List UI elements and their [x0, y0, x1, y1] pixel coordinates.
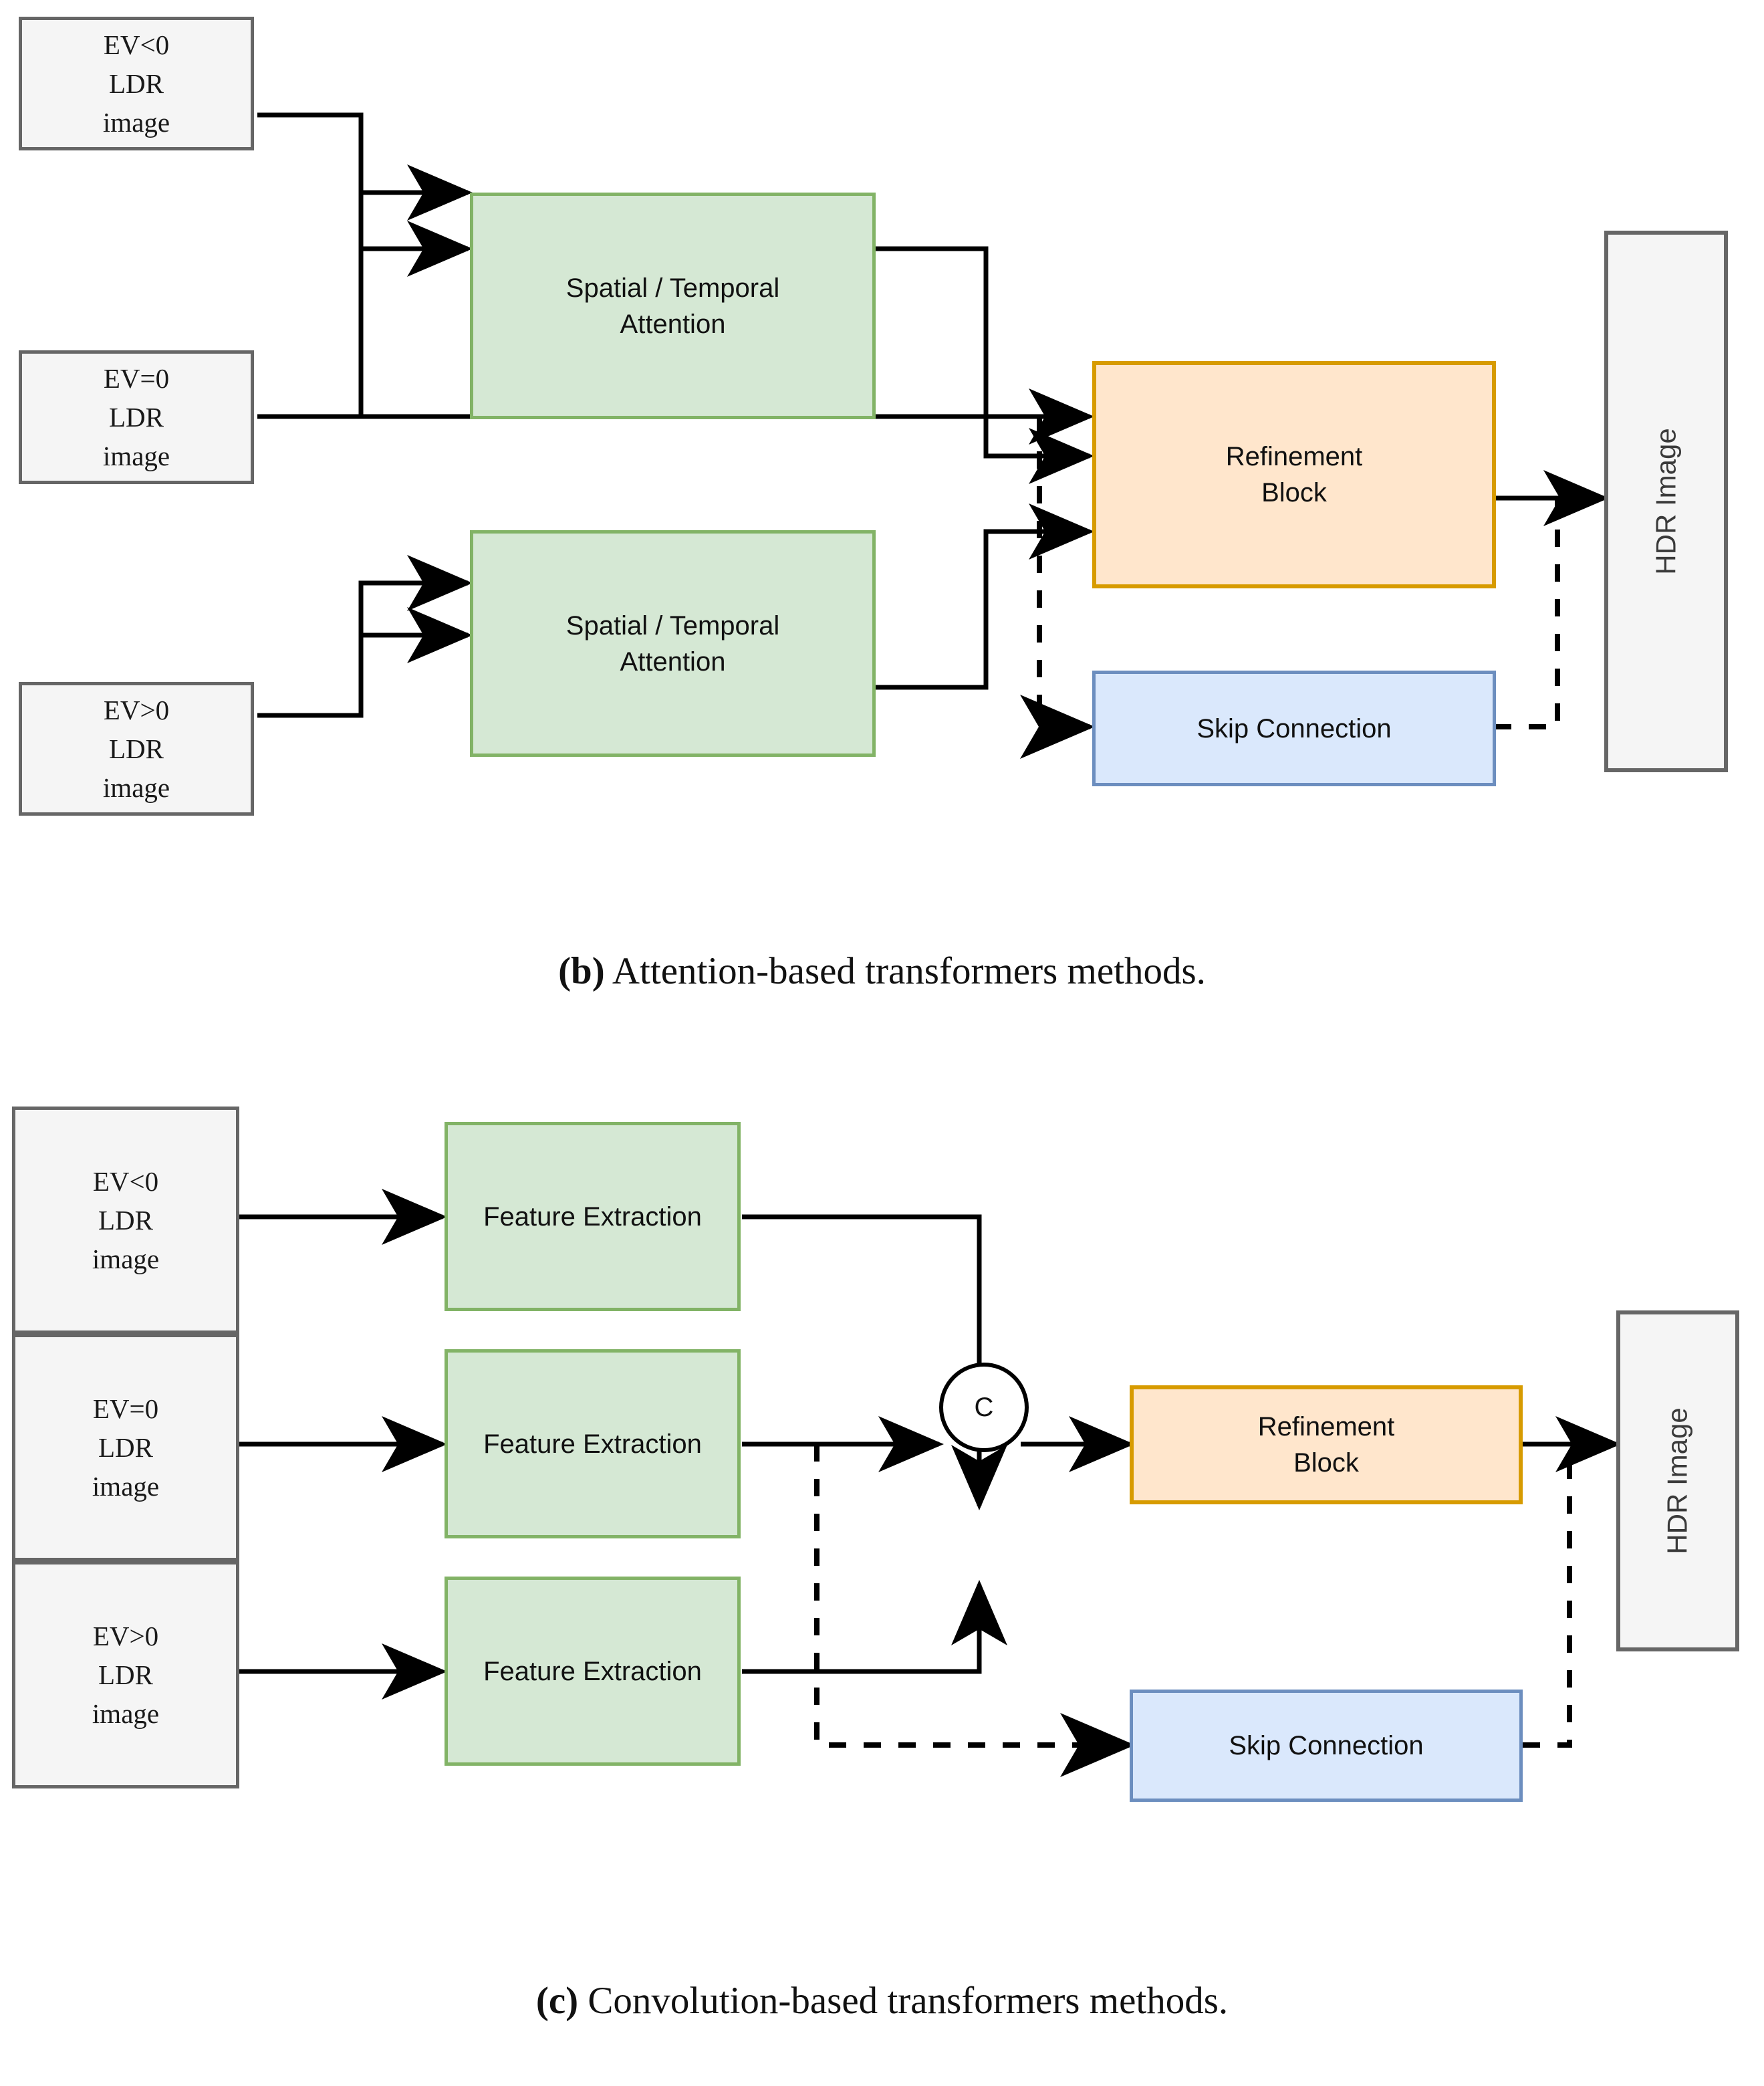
input-ldr-label: LDR: [109, 68, 164, 99]
wire-dashed-skip-to-hdr-c: [1523, 1444, 1572, 1748]
attention-block-line1: Spatial / Temporal: [565, 610, 780, 641]
attention-block-line2: Attention: [620, 647, 726, 677]
feature-extraction-block-3: Feature Extraction: [445, 1577, 741, 1766]
wire-attention1-to-refinement: [876, 246, 1094, 484]
hdr-image-output-b: HDR Image: [1604, 231, 1728, 772]
input-ev-label: EV>0: [103, 694, 170, 725]
refinement-line2: Block: [1261, 478, 1327, 507]
caption-text-c: Convolution-based transformers methods.: [578, 1980, 1229, 2022]
concatenation-node: C: [939, 1363, 1029, 1452]
feature-extraction-label: Feature Extraction: [483, 1429, 702, 1459]
refinement-line1: Refinement: [1257, 1412, 1395, 1441]
caption-text-b: Attention-based transformers methods.: [604, 950, 1206, 992]
wire-ev-pos-to-attention2: [257, 555, 473, 718]
connector-layer-b: [257, 112, 1609, 759]
wire-ev-neg-to-attention1: [257, 112, 473, 277]
input-ev-label: EV=0: [92, 1393, 159, 1424]
wire-dashed-to-skip-c: [814, 1444, 1135, 1777]
input-box-ev-zero: EV=0 LDR image: [12, 1334, 239, 1561]
input-ldr-label: LDR: [109, 733, 164, 764]
input-image-label: image: [102, 107, 170, 138]
wire-attention2-to-refinement: [876, 503, 1094, 690]
input-image-label: image: [92, 1471, 160, 1502]
refinement-line2: Block: [1293, 1448, 1359, 1478]
attention-block-line1: Spatial / Temporal: [565, 273, 780, 303]
input-ldr-label: LDR: [98, 1204, 153, 1236]
caption-marker-b: (b): [558, 950, 605, 992]
input-ldr-label: LDR: [98, 1659, 153, 1690]
concat-label: C: [974, 1392, 994, 1422]
skip-connection-label: Skip Connection: [1196, 713, 1392, 743]
feature-extraction-block-2: Feature Extraction: [445, 1349, 741, 1538]
refinement-block-c: Refinement Block: [1130, 1385, 1523, 1504]
connector-layer-c: [239, 1189, 1621, 1777]
input-box-ev-positive: EV>0 LDR image: [12, 1561, 239, 1788]
wire-dashed-skip-to-hdr-b: [1494, 498, 1560, 729]
spatial-temporal-attention-block-1: Spatial / Temporal Attention: [470, 193, 876, 419]
caption-marker-c: (c): [535, 1980, 579, 2022]
feature-extraction-label: Feature Extraction: [483, 1656, 702, 1686]
input-image-label: image: [92, 1698, 160, 1730]
skip-connection-label: Skip Connection: [1229, 1731, 1424, 1760]
wire-fe3-to-concat: [742, 1580, 1007, 1674]
input-image-label: image: [102, 772, 170, 804]
input-ev-label: EV<0: [92, 1165, 159, 1197]
panel-attention-based: EV<0 LDR image EV=0 LDR image EV>0 LDR i…: [0, 17, 1764, 993]
feature-extraction-block-1: Feature Extraction: [445, 1122, 741, 1311]
input-box-ev-zero: EV=0 LDR image: [19, 350, 254, 484]
refinement-block-b: Refinement Block: [1092, 361, 1496, 588]
spatial-temporal-attention-block-2: Spatial / Temporal Attention: [470, 530, 876, 757]
attention-block-line2: Attention: [620, 309, 726, 339]
input-image-label: image: [92, 1244, 160, 1275]
input-box-ev-positive: EV>0 LDR image: [19, 682, 254, 816]
feature-extraction-label: Feature Extraction: [483, 1201, 702, 1232]
hdr-image-label: HDR Image: [1650, 428, 1682, 575]
caption-panel-c: (c) Convolution-based transformers metho…: [0, 1979, 1764, 2022]
input-image-label: image: [102, 441, 170, 472]
caption-panel-b: (b) Attention-based transformers methods…: [0, 949, 1764, 993]
input-ev-label: EV=0: [103, 362, 170, 394]
refinement-line1: Refinement: [1225, 442, 1363, 471]
skip-connection-block-b: Skip Connection: [1092, 671, 1496, 786]
input-box-ev-negative: EV<0 LDR image: [12, 1107, 239, 1334]
panel-convolution-based: EV<0 LDR image EV=0 LDR image EV>0 LDR i…: [0, 1043, 1764, 2086]
input-ev-label: EV>0: [92, 1620, 159, 1651]
wire-dashed-to-skip-b: [1020, 417, 1095, 759]
input-ev-label: EV<0: [103, 29, 170, 60]
skip-connection-block-c: Skip Connection: [1130, 1690, 1523, 1802]
hdr-image-label: HDR Image: [1662, 1407, 1693, 1554]
input-ldr-label: LDR: [98, 1431, 153, 1463]
hdr-image-output-c: HDR Image: [1616, 1310, 1739, 1651]
input-box-ev-negative: EV<0 LDR image: [19, 17, 254, 150]
input-ldr-label: LDR: [109, 401, 164, 433]
wire-fe1-to-concat: [742, 1214, 1007, 1510]
